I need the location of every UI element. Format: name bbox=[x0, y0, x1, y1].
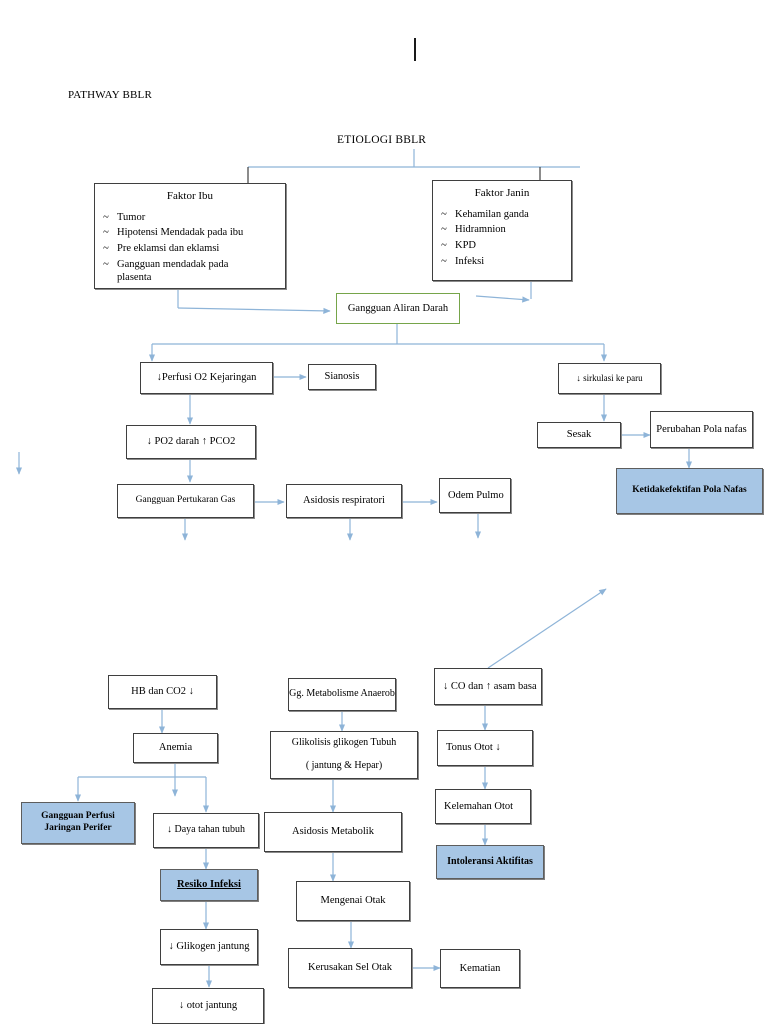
node-tonus-otot: Tonus Otot ↓ bbox=[437, 730, 533, 766]
node-otot-jantung: ↓ otot jantung bbox=[152, 988, 264, 1024]
bullet-tilde-icon: ~ bbox=[103, 258, 109, 270]
list-item-label: Pre eklamsi dan eklamsi bbox=[117, 243, 220, 254]
node-co-dan-asam-basa: ↓ CO dan ↑ asam basa bbox=[434, 668, 542, 705]
factor-title: Faktor Ibu bbox=[166, 190, 214, 202]
bullet-tilde-icon: ~ bbox=[103, 227, 109, 239]
node-glikolisis-glikogen-tubuh: Glikolisis glikogen Tubuh ( jantung & He… bbox=[270, 731, 418, 779]
list-item: ~ KPD bbox=[433, 239, 571, 252]
list-item: ~ Gangguan mendadak pada plasenta bbox=[95, 258, 285, 284]
node-kematian: Kematian bbox=[440, 949, 520, 988]
node-kerusakan-sel-otak: Kerusakan Sel Otak bbox=[288, 948, 412, 988]
list-item-label: Hidramnion bbox=[455, 224, 506, 236]
list-item-label: Gangguan mendadak pada plasenta bbox=[117, 258, 229, 283]
root-label-etiologi: ETIOLOGI BBLR bbox=[337, 134, 427, 146]
node-sesak: Sesak bbox=[537, 422, 621, 448]
factor-title: Faktor Janin bbox=[474, 187, 530, 199]
node-asidosis-metabolik: Asidosis Metabolik bbox=[264, 812, 402, 852]
text-cursor bbox=[414, 38, 416, 61]
node-gangguan-aliran-darah: Gangguan Aliran Darah bbox=[336, 293, 460, 324]
node-sianosis: Sianosis bbox=[308, 364, 376, 390]
node-mengenai-otak: Mengenai Otak bbox=[296, 881, 410, 921]
node-odem-pulmo: Odem Pulmo bbox=[439, 478, 511, 513]
node-line-2: ( jantung & Hepar) bbox=[305, 760, 383, 772]
list-item-label: Kehamilan ganda bbox=[455, 208, 529, 220]
factor-box-faktor-janin: Faktor Janin ~ Kehamilan ganda ~ Hidramn… bbox=[432, 180, 572, 281]
bullet-tilde-icon: ~ bbox=[441, 240, 447, 251]
factor-box-faktor-ibu: Faktor Ibu ~ Tumor ~ Hipotensi Mendadak … bbox=[94, 183, 286, 289]
node-anemia: Anemia bbox=[133, 733, 218, 763]
node-gangguan-pertukaran-gas: Gangguan Pertukaran Gas bbox=[117, 484, 254, 518]
bullet-tilde-icon: ~ bbox=[103, 243, 109, 254]
node-hb-dan-co2: HB dan CO2 ↓ bbox=[108, 675, 217, 709]
node-sirkulasi-ke-paru: ↓ sirkulasi ke paru bbox=[558, 363, 661, 394]
bullet-tilde-icon: ~ bbox=[103, 211, 109, 223]
node-kelemahan-otot: Kelemahan Otot bbox=[435, 789, 531, 824]
page-title: PATHWAY BBLR bbox=[68, 89, 153, 101]
bullet-tilde-icon: ~ bbox=[441, 208, 447, 220]
node-line-1: Glikolisis glikogen Tubuh bbox=[291, 737, 397, 749]
diagnosis-label: Resiko Infeksi bbox=[177, 879, 241, 891]
list-item-label: Infeksi bbox=[455, 255, 485, 267]
list-item-label: Hipotensi Mendadak pada ibu bbox=[117, 227, 244, 239]
list-item: ~ Hidramnion bbox=[433, 223, 571, 236]
diagnosis-resiko-infeksi: Resiko Infeksi bbox=[160, 869, 258, 901]
node-perfusi-o2-kejaringan: ↓Perfusi O2 Kejaringan bbox=[140, 362, 273, 394]
node-asidosis-respiratori: Asidosis respiratori bbox=[286, 484, 402, 518]
bullet-tilde-icon: ~ bbox=[441, 255, 447, 267]
node-perubahan-pola-nafas: Perubahan Pola nafas bbox=[650, 411, 753, 448]
node-daya-tahan-tubuh: ↓ Daya tahan tubuh bbox=[153, 813, 259, 848]
factor-item-list: ~ Kehamilan ganda ~ Hidramnion ~ KPD ~ I… bbox=[433, 208, 571, 268]
list-item: ~ Hipotensi Mendadak pada ibu bbox=[95, 226, 285, 239]
node-gg-metabolisme-anaerob: Gg. Metabolisme Anaerob bbox=[288, 678, 396, 711]
node-po2-darah-pco2: ↓ PO2 darah ↑ PCO2 bbox=[126, 425, 256, 459]
diagnosis-gangguan-perfusi-jaringan-perifer: Gangguan Perfusi Jaringan Perifer bbox=[21, 802, 135, 844]
list-item: ~ Pre eklamsi dan eklamsi bbox=[95, 242, 285, 255]
node-glikogen-jantung: ↓ Glikogen jantung bbox=[160, 929, 258, 965]
factor-item-list: ~ Tumor ~ Hipotensi Mendadak pada ibu ~ … bbox=[95, 211, 285, 284]
list-item: ~ Kehamilan ganda bbox=[433, 208, 571, 221]
diagnosis-ketidakefektifan-pola-nafas: Ketidakefektifan Pola Nafas bbox=[616, 468, 763, 514]
list-item-label: KPD bbox=[455, 240, 477, 251]
diagnosis-intoleransi-aktifitas: Intoleransi Aktifitas bbox=[436, 845, 544, 879]
bullet-tilde-icon: ~ bbox=[441, 224, 447, 236]
list-item: ~ Infeksi bbox=[433, 255, 571, 268]
list-item: ~ Tumor bbox=[95, 211, 285, 224]
list-item-label: Tumor bbox=[117, 211, 146, 223]
